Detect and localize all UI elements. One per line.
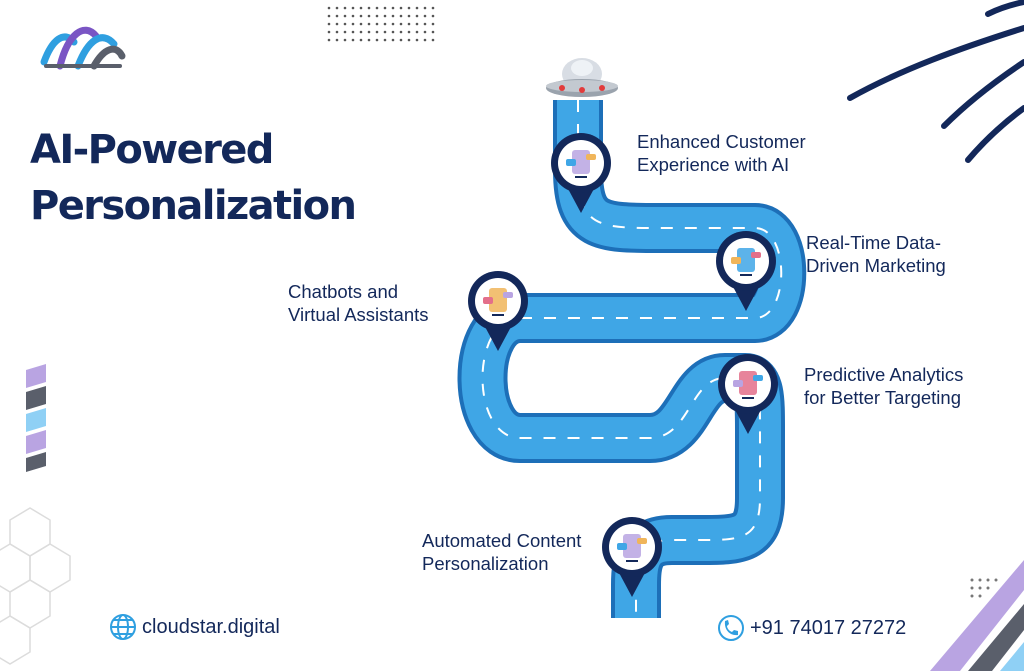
step-2-line-1: Real-Time Data- — [806, 232, 942, 253]
step-3-line-2: Virtual Assistants — [288, 304, 429, 325]
step-3-label: Chatbots and Virtual Assistants — [288, 280, 429, 326]
step-4-marker — [718, 354, 778, 434]
hexagon-decoration — [0, 507, 71, 665]
step-5-line-2: Personalization — [422, 553, 549, 574]
step-2-line-2: Driven Marketing — [806, 255, 946, 276]
ufo-icon — [546, 58, 618, 97]
step-5-label: Automated Content Personalization — [422, 529, 581, 575]
phone-icon — [718, 615, 744, 641]
step-5-line-1: Automated Content — [422, 530, 582, 551]
dot-grid-decoration — [327, 6, 435, 42]
globe-icon — [110, 614, 136, 640]
step-1-label: Enhanced Customer Experience with AI — [637, 130, 806, 176]
step-2-marker — [716, 231, 776, 311]
step-2-label: Real-Time Data- Driven Marketing — [806, 231, 946, 277]
title-line-1: AI-Powered — [30, 127, 274, 173]
step-4-line-1: Predictive Analytics — [804, 364, 964, 385]
step-3-line-1: Chatbots and — [288, 281, 399, 302]
step-1-line-1: Enhanced Customer — [637, 131, 806, 152]
content-icon — [617, 534, 647, 562]
brand-logo — [40, 26, 126, 70]
scribble-decoration — [847, 0, 1024, 163]
phone-number[interactable]: +91 74017 27272 — [750, 617, 907, 639]
title-line-2: Personalization — [30, 183, 357, 229]
step-1-line-2: Experience with AI — [637, 154, 790, 175]
analytics-icon — [733, 371, 763, 399]
step-5-marker — [602, 517, 662, 597]
step-4-label: Predictive Analytics for Better Targetin… — [804, 363, 963, 409]
customer-experience-icon — [566, 150, 596, 178]
winding-road — [457, 100, 807, 618]
page-title: AI-Powered Personalization — [30, 122, 357, 234]
step-3-marker — [468, 271, 528, 351]
corner-stripes-decoration — [930, 560, 1024, 671]
stripes-decoration — [26, 364, 46, 472]
step-1-marker — [551, 133, 611, 213]
website-link[interactable]: cloudstar.digital — [142, 616, 280, 638]
step-4-line-2: for Better Targeting — [804, 387, 961, 408]
data-marketing-icon — [731, 248, 761, 276]
chatbot-icon — [483, 288, 513, 316]
